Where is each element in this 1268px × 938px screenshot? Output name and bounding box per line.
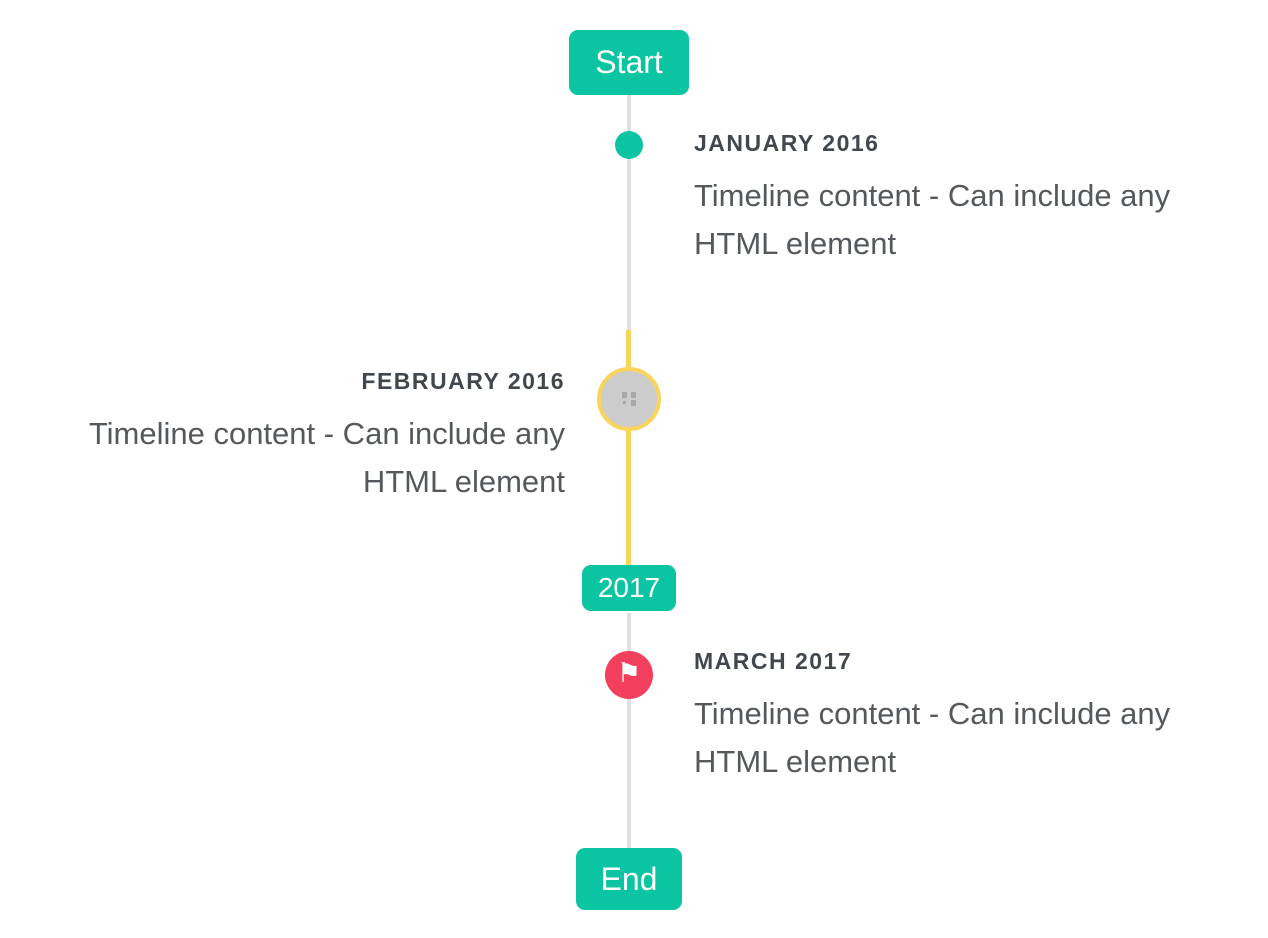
entry-content-february: Timeline content - Can include any HTML … [88, 416, 565, 499]
january-marker-dot[interactable] [615, 131, 643, 159]
timeline-line-top [627, 95, 631, 330]
timeline-entry-march: MARCH 2017 Timeline content - Can includ… [694, 648, 1226, 786]
start-badge[interactable]: Start [569, 30, 689, 95]
year-badge-2017[interactable]: 2017 [582, 565, 676, 611]
entry-title-february: FEBRUARY 2016 [361, 368, 565, 394]
timeline-entry-january: JANUARY 2016 Timeline content - Can incl… [694, 130, 1226, 268]
flag-icon: ⚑ [616, 657, 642, 688]
entry-title-january: JANUARY 2016 [694, 130, 880, 156]
entry-content-january: Timeline content - Can include any HTML … [694, 178, 1171, 261]
timeline-line-highlighted [626, 330, 631, 566]
end-badge[interactable]: End [576, 848, 682, 910]
broken-image-icon [621, 391, 638, 407]
march-marker-flag[interactable]: ⚑ [605, 651, 653, 699]
timeline-line-bottom [627, 613, 631, 848]
entry-content-march: Timeline content - Can include any HTML … [694, 696, 1171, 779]
timeline-entry-february: FEBRUARY 2016 Timeline content - Can inc… [33, 368, 565, 506]
entry-title-march: MARCH 2017 [694, 648, 853, 674]
february-marker-image[interactable] [597, 367, 661, 431]
